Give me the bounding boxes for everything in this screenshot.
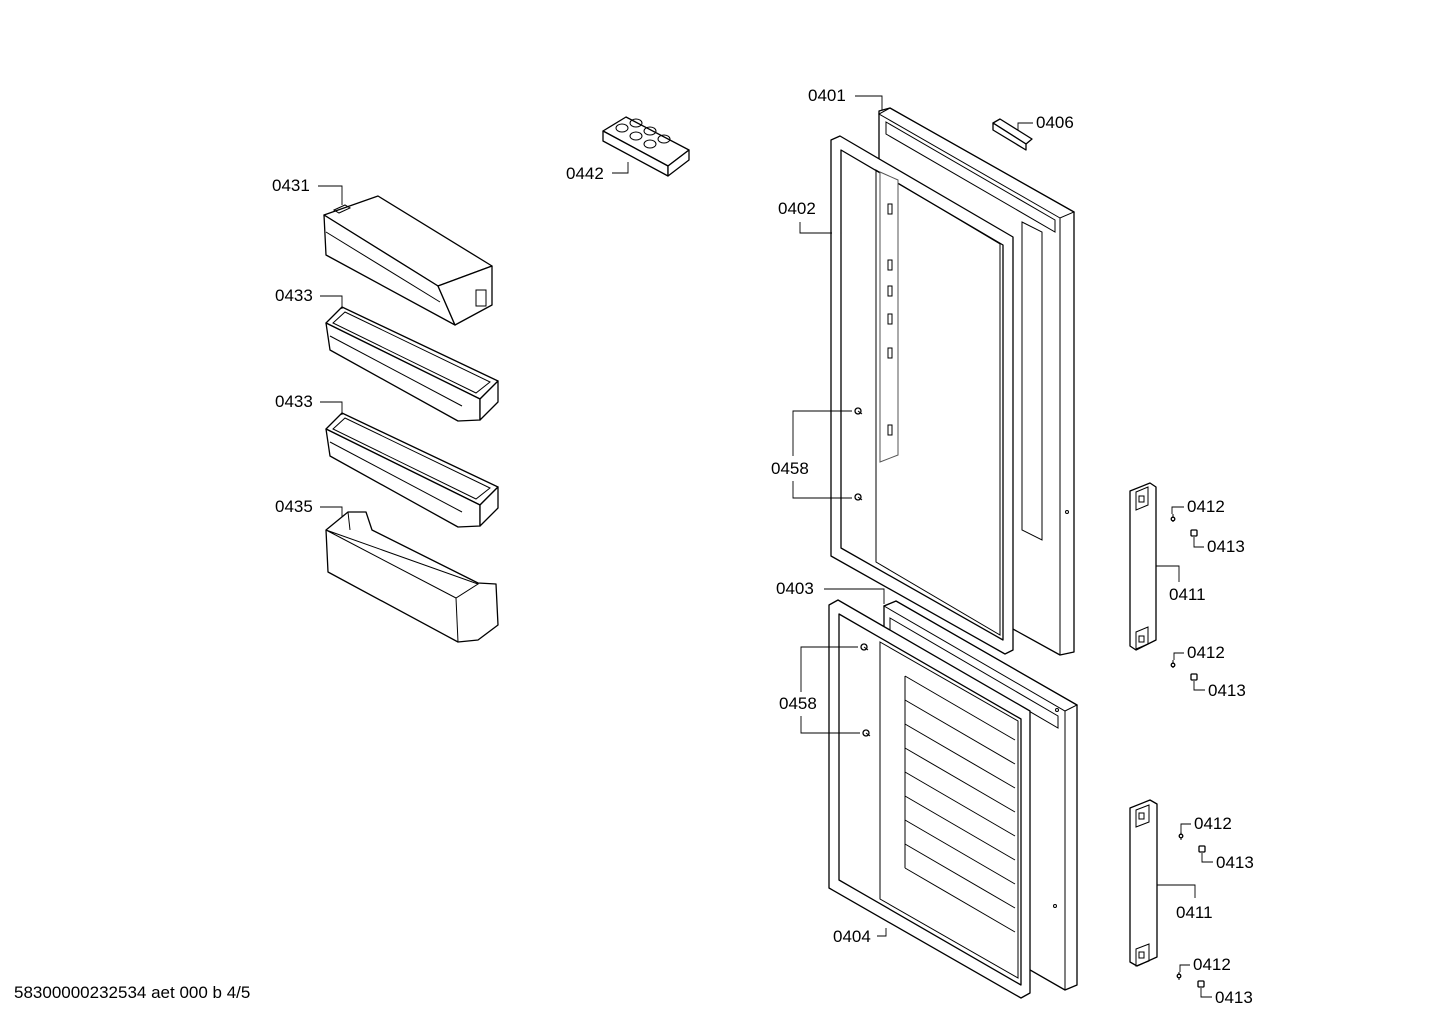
leader-0404 [877,928,887,937]
part-0412-screw-c[interactable] [1178,832,1184,840]
leader-0458-upper-a [792,410,852,456]
leader-0458-lower-a [800,646,858,692]
label-0413-a: 0413 [1207,537,1245,556]
part-0406-cover[interactable] [992,118,1033,151]
leader-0433-upper [320,295,343,309]
label-0412-b: 0412 [1187,643,1225,662]
label-0433-upper: 0433 [275,286,313,305]
leader-0401 [855,95,883,110]
part-0412-screw-b[interactable] [1170,660,1176,668]
leader-0431 [318,185,343,205]
leader-0402 [799,222,832,234]
label-0442: 0442 [566,164,604,183]
part-0435-bottle-shelf[interactable] [325,511,499,643]
leader-0413-d [1200,988,1212,998]
label-0412-c: 0412 [1194,814,1232,833]
label-0458-lower: 0458 [779,694,817,713]
part-0412-screw-a[interactable] [1170,514,1176,522]
leader-0412-b [1173,652,1184,660]
label-0413-b: 0413 [1208,681,1246,700]
label-0411-upper: 0411 [1169,585,1206,604]
label-0412-a: 0412 [1187,497,1225,516]
label-0458-upper: 0458 [771,459,809,478]
part-0411-handle-upper[interactable] [1129,482,1157,651]
leader-0411-lower [1157,884,1196,898]
leader-0412-c [1180,823,1191,832]
leader-0413-a [1193,537,1204,548]
part-0404-lower-gasket[interactable] [828,599,1031,999]
part-0413-cap-a[interactable] [1190,529,1198,537]
part-0402-upper-gasket[interactable] [830,135,1014,655]
part-0433-door-shelf-lower[interactable] [325,412,499,528]
part-0412-screw-d[interactable] [1176,972,1182,980]
part-0458-screws-upper[interactable] [854,407,863,501]
label-0402: 0402 [778,199,816,218]
label-0433-lower: 0433 [275,392,313,411]
label-0404: 0404 [833,927,871,946]
label-0413-d: 0413 [1215,988,1253,1007]
footer-document-id: 58300000232534 aet 000 b 4/5 [14,983,250,1002]
leader-0433-lower [320,401,343,415]
leader-0458-upper-b [792,481,852,499]
label-0413-c: 0413 [1216,853,1254,872]
part-0413-cap-d[interactable] [1197,980,1205,988]
part-0413-cap-c[interactable] [1198,845,1206,853]
part-0413-cap-b[interactable] [1190,673,1198,681]
leader-0403 [824,588,885,604]
leader-0412-d [1179,964,1190,972]
leader-0442 [612,162,629,174]
label-0435: 0435 [275,497,313,516]
label-0406: 0406 [1036,113,1074,132]
leader-0412-a [1171,506,1184,514]
leader-0411-upper [1156,565,1180,582]
label-0401: 0401 [808,86,846,105]
leader-0458-lower-b [800,716,860,734]
label-0412-d: 0412 [1193,955,1231,974]
label-0411-lower: 0411 [1176,903,1213,922]
label-0403: 0403 [776,579,814,598]
leader-0435 [320,506,343,517]
leader-0406 [1017,122,1033,130]
leader-0413-b [1193,681,1205,691]
label-0431: 0431 [272,176,310,195]
part-0442-egg-tray[interactable] [602,116,690,177]
leader-0413-c [1201,853,1213,863]
part-0433-door-shelf-upper[interactable] [325,306,499,422]
part-0458-screws-lower[interactable] [860,643,871,737]
part-0431-shelf-box[interactable] [323,195,493,326]
part-0411-handle-lower[interactable] [1129,799,1158,967]
